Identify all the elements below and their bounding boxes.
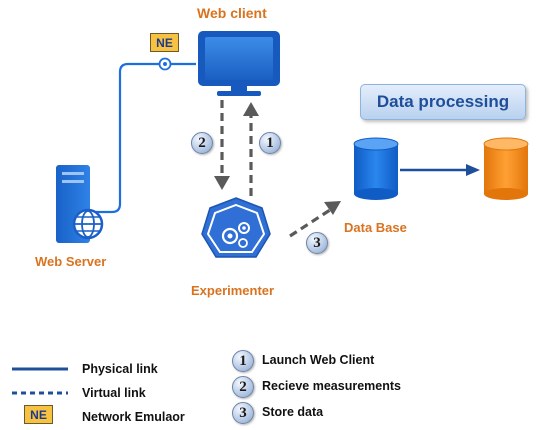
data-base-label: Data Base [344, 220, 407, 235]
arrow-head-up [243, 102, 259, 116]
step-1-circle: 1 [259, 132, 281, 154]
arrow-head-down [214, 176, 230, 190]
web-server-label: Web Server [35, 254, 107, 269]
step-3-circle: 3 [306, 232, 328, 254]
processed-database-icon [483, 137, 529, 200]
experimenter-icon [201, 197, 271, 258]
database-icon [353, 137, 399, 200]
web-client-label: Web client [197, 5, 267, 21]
physical-link-server-client [96, 62, 196, 214]
legend-step-3-text: Store data [262, 405, 324, 419]
legend-network-emulator: Network Emulaor [82, 410, 185, 424]
experimenter-label: Experimenter [191, 283, 275, 298]
legend-step-2-text: Recieve measurements [262, 379, 401, 393]
legend-physical-link: Physical link [82, 362, 158, 376]
arrow-head-database [324, 201, 341, 215]
legend-ne-badge: NE [24, 405, 53, 424]
web-server-icon [56, 165, 104, 243]
legend-step-3-circle: 3 [232, 402, 254, 424]
legend-step-2-circle: 2 [232, 376, 254, 398]
web-client-monitor-icon [198, 31, 280, 96]
virtual-link-to-database [289, 208, 331, 238]
processing-arrow-head [466, 164, 480, 176]
network-emulator-port [158, 57, 172, 71]
legend-step-1-text: Launch Web Client [262, 353, 375, 367]
step-2-circle: 2 [191, 132, 213, 154]
data-processing-box: Data processing [360, 84, 526, 120]
ne-badge: NE [150, 33, 179, 52]
legend-virtual-link: Virtual link [82, 386, 146, 400]
legend-step-1-circle: 1 [232, 350, 254, 372]
